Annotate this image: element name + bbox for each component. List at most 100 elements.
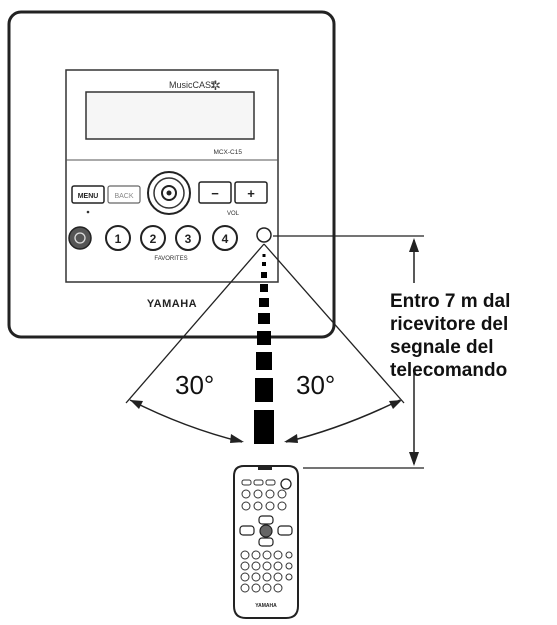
beam-segment <box>262 254 266 257</box>
favorites-buttons: 1 2 3 4 <box>105 225 238 251</box>
favorite-button-1-label: 1 <box>115 232 122 246</box>
remote-button <box>253 479 264 486</box>
right-angle-arrow-right-icon <box>389 400 402 409</box>
ir-receiver-sensor <box>256 227 272 243</box>
power-button[interactable] <box>68 226 92 250</box>
remote-button <box>241 489 251 499</box>
back-button-label: BACK <box>114 193 133 200</box>
back-button[interactable] <box>107 185 141 204</box>
signal-cone: 30° 30° <box>125 243 405 444</box>
beam-segment <box>254 410 274 444</box>
beam-segment <box>256 352 272 370</box>
remote-key <box>251 572 261 582</box>
range-text-line-4: telecomando <box>390 360 507 381</box>
beam-segment <box>259 298 269 307</box>
remote-keypad <box>240 550 293 593</box>
left-angle-arc <box>129 399 243 443</box>
remote-button <box>265 479 276 486</box>
volume-up-label: + <box>247 186 255 201</box>
favorite-button-4[interactable] <box>212 225 238 251</box>
remote-nav-up <box>258 515 274 525</box>
left-angle-arrow-left-icon <box>130 400 143 409</box>
right-angle-arrow-left-icon <box>284 434 298 443</box>
range-arrow-down-icon <box>409 452 419 466</box>
remote-nav-right <box>277 525 293 536</box>
range-text-line-2: ricevitore del <box>390 314 508 335</box>
remote-key <box>273 550 283 560</box>
right-angle-arc <box>285 399 401 443</box>
remote-button <box>241 501 251 511</box>
remote-key <box>285 573 293 581</box>
range-text-line-1: Entro 7 m dal <box>390 291 510 312</box>
remote-ir-emitter <box>258 467 272 470</box>
favorite-button-3[interactable] <box>175 225 201 251</box>
remote-button <box>253 501 263 511</box>
remote-key <box>240 583 250 593</box>
remote-key <box>262 561 272 571</box>
beam-segment <box>255 378 273 402</box>
lcd-display <box>85 91 255 140</box>
volume-up-button[interactable] <box>234 181 268 204</box>
volume-down-button[interactable] <box>198 181 232 204</box>
remote-key <box>285 562 293 570</box>
ir-signal-beam <box>254 254 274 444</box>
remote-nav-enter <box>259 524 273 538</box>
remote-navigation <box>239 515 293 547</box>
remote-button <box>277 489 287 499</box>
favorite-button-1[interactable] <box>105 225 131 251</box>
range-text: Entro 7 m dal ricevitore del segnale del… <box>390 291 516 381</box>
favorite-button-2[interactable] <box>140 225 166 251</box>
left-angle-arrow-right-icon <box>230 434 244 443</box>
remote-brand-logo: YAMAHA <box>255 603 277 609</box>
favorite-button-2-label: 2 <box>150 232 157 246</box>
remote-button <box>241 479 252 486</box>
beam-segment <box>262 262 266 266</box>
remote-key <box>251 583 261 593</box>
range-arrow-up-icon <box>409 238 419 252</box>
remote-top-buttons <box>241 479 287 511</box>
beam-segment <box>261 272 267 278</box>
menu-indicator-dot <box>86 210 90 214</box>
remote-button <box>265 501 275 511</box>
remote-key <box>240 550 250 560</box>
favorite-button-4-label: 4 <box>222 232 229 246</box>
menu-button[interactable] <box>71 185 105 204</box>
beam-segment <box>260 284 268 292</box>
remote-key <box>251 550 261 560</box>
remote-key <box>273 583 283 593</box>
remote-key <box>285 551 293 559</box>
favorite-button-3-label: 3 <box>185 232 192 246</box>
remote-key <box>251 561 261 571</box>
range-dimension: Entro 7 m dal ricevitore del segnale del… <box>273 235 557 469</box>
model-label: MCX-C15 <box>213 149 242 156</box>
remote-key <box>262 550 272 560</box>
remote-key <box>273 561 283 571</box>
remote-control: YAMAHA <box>233 465 299 619</box>
favorites-label: FAVORITES <box>154 256 187 262</box>
remote-button <box>277 501 287 511</box>
controller-unit: MusicCAST ✲ MCX-C15 MENU BACK − + VOL 1 <box>7 10 336 339</box>
right-angle-label: 30° <box>296 370 335 400</box>
remote-key <box>262 572 272 582</box>
remote-button <box>265 489 275 499</box>
control-knob-dot <box>166 190 172 196</box>
range-text-background <box>388 283 557 373</box>
menu-button-label: MENU <box>78 193 99 200</box>
remote-key <box>240 572 250 582</box>
remote-power-button <box>280 478 292 490</box>
remote-key <box>273 572 283 582</box>
musiccast-star-icon: ✲ <box>210 78 221 93</box>
remote-button <box>253 489 263 499</box>
remote-nav-left <box>239 525 255 536</box>
remote-nav-down <box>258 537 274 547</box>
volume-label: VOL <box>227 211 240 217</box>
power-icon <box>74 232 86 244</box>
volume-down-label: − <box>211 186 219 201</box>
cone-left-edge <box>125 243 265 404</box>
musiccast-logo: MusicCAST <box>169 80 217 90</box>
remote-key <box>262 583 272 593</box>
beam-segment <box>258 313 270 324</box>
range-text-line-3: segnale del <box>390 337 494 358</box>
beam-segment <box>257 331 271 345</box>
